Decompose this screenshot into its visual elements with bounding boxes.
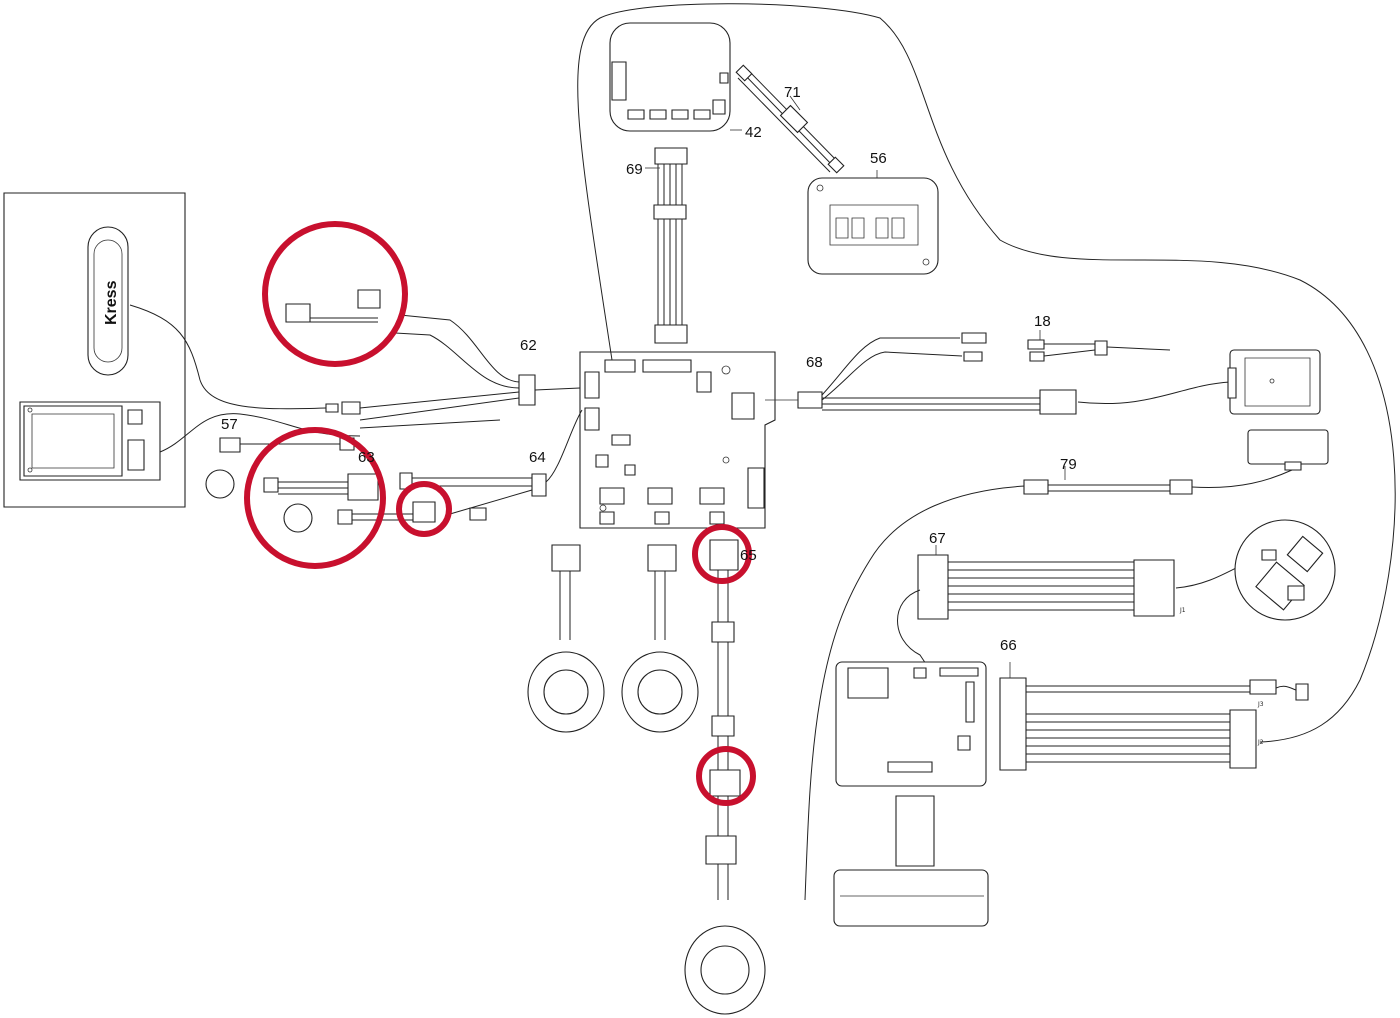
display-board (20, 402, 160, 480)
ribbon-cable-71 (736, 65, 844, 173)
round-sensor-board (1235, 520, 1335, 620)
harness-63 (206, 470, 418, 532)
display-panel-56 (808, 170, 938, 274)
highlight-circle-connector-64 (399, 484, 449, 534)
callout-67: 67 (929, 530, 946, 547)
callout-62: 62 (520, 337, 537, 354)
connector-64-a (413, 502, 435, 522)
right-module (1228, 350, 1320, 414)
harness-67 (898, 545, 1261, 670)
highlight-circle-harness-63 (247, 430, 383, 566)
base-block (834, 796, 988, 926)
callout-42: 42 (745, 124, 762, 141)
harness-65 (685, 540, 765, 1014)
callout-79: 79 (1060, 456, 1077, 473)
right-sensor-box (1248, 430, 1328, 470)
harness-62 (130, 305, 580, 428)
sensor-ring-left (528, 545, 604, 732)
main-control-board (580, 352, 775, 528)
tag-j3: J3 (1257, 701, 1264, 708)
kress-brand-text: Kress (103, 280, 120, 325)
tag-j1: J1 (1179, 607, 1186, 614)
callout-57: 57 (221, 416, 238, 433)
left-panel: Kress (4, 193, 185, 507)
highlight-circle-connector-65-top (695, 527, 749, 581)
connector-tags: J1 J2 J3 (1179, 607, 1264, 746)
kress-handle-key: Kress (88, 227, 128, 375)
callout-64: 64 (529, 449, 546, 466)
tag-j2: J2 (1257, 739, 1264, 746)
callout-63: 63 (358, 449, 375, 466)
callout-56: 56 (870, 150, 887, 167)
highlight-circle-harness-62 (265, 224, 405, 364)
callout-18: 18 (1034, 313, 1051, 330)
connector-62-a (286, 304, 310, 322)
probe-18 (1028, 330, 1170, 361)
sensor-ring-middle (622, 545, 698, 732)
sensor-loop-wire (578, 4, 1395, 742)
harness-79 (805, 466, 1292, 900)
harness-66 (1000, 662, 1308, 770)
callout-69: 69 (626, 161, 643, 178)
callout-68: 68 (806, 354, 823, 371)
ribbon-cable-69 (645, 148, 687, 343)
harness-68 (765, 333, 1230, 414)
connector-62-b (358, 290, 380, 308)
callout-65: 65 (740, 547, 757, 564)
lower-control-board (836, 662, 986, 786)
callout-66: 66 (1000, 637, 1017, 654)
highlight-circles (247, 224, 753, 803)
wifi-module-42 (610, 23, 742, 131)
callout-71: 71 (784, 84, 801, 101)
callout-labels: 18 42 56 57 62 63 64 65 66 67 68 69 71 7… (221, 84, 1077, 654)
highlight-circle-connector-65-bottom (699, 749, 753, 803)
